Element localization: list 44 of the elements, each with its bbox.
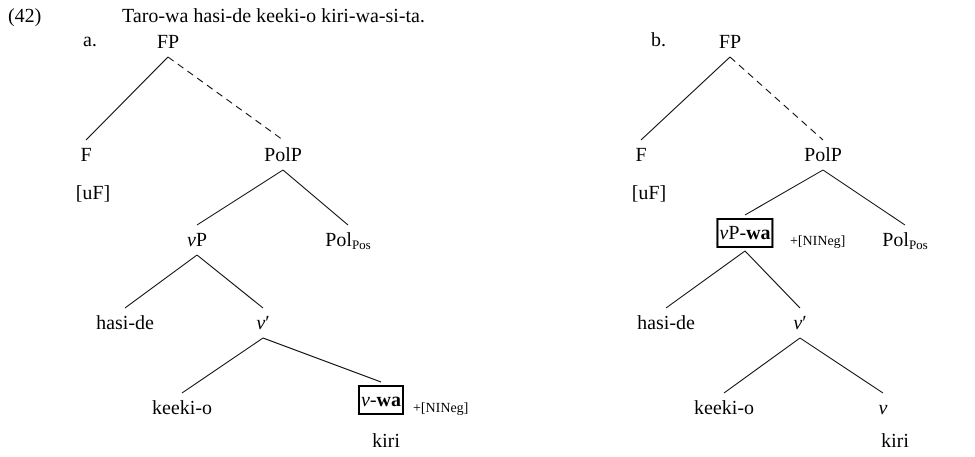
branch-line [196, 170, 284, 226]
branch-line [800, 338, 884, 394]
tree-node-label: PolP [804, 143, 842, 167]
tree-node-label: FP [718, 30, 742, 54]
branch-line [724, 338, 800, 394]
branch-line [182, 338, 264, 394]
tree-node-label: v′ [256, 311, 270, 335]
node-annotation: kiri [881, 431, 909, 451]
tree-node-label: hasi-de [637, 311, 695, 335]
subtree-letter: a. [83, 30, 97, 50]
node-annotation: kiri [372, 431, 400, 451]
tree-node-label: hasi-de [96, 311, 154, 335]
branch-line [262, 338, 382, 382]
feature-subscript: +[NINeg] [413, 402, 468, 416]
node-annotation: [uF] [632, 183, 666, 203]
tree-node-label: v′ [793, 311, 807, 335]
tree-node-label: F [80, 143, 92, 167]
tree-node-label: Pol$_{Pos}$ [882, 228, 928, 252]
example-sentence: Taro-wa hasi-de keeki-o kiri-wa-si-ta. [122, 6, 425, 26]
tree-node-label: FP [156, 30, 180, 54]
branch-line [196, 254, 264, 308]
subtree-letter: b. [651, 30, 666, 50]
tree-node-label: vP [187, 228, 207, 252]
tree-node-label: Pol$_{Pos}$ [325, 228, 371, 252]
branch-line [822, 170, 906, 226]
branch-line [666, 250, 746, 308]
boxed-tree-node: v-wa [358, 385, 404, 415]
tree-node-label: v [878, 396, 888, 420]
tree-node-label: F [635, 143, 647, 167]
tree-node-label: keeki-o [694, 396, 754, 420]
dashed-branch-line [730, 56, 824, 140]
feature-subscript: +[NINeg] [790, 235, 846, 249]
branch-line [282, 170, 348, 226]
boxed-tree-node: vP-wa [716, 218, 774, 248]
branch-line [744, 170, 824, 216]
tree-node-label: PolP [264, 143, 302, 167]
dashed-branch-line [168, 56, 284, 140]
branch-line [86, 56, 168, 140]
example-number: (42) [8, 6, 42, 26]
branch-line [640, 56, 730, 140]
tree-node-label: keeki-o [152, 396, 212, 420]
node-annotation: [uF] [76, 183, 110, 203]
branch-line [124, 254, 198, 308]
branch-line [744, 250, 800, 308]
